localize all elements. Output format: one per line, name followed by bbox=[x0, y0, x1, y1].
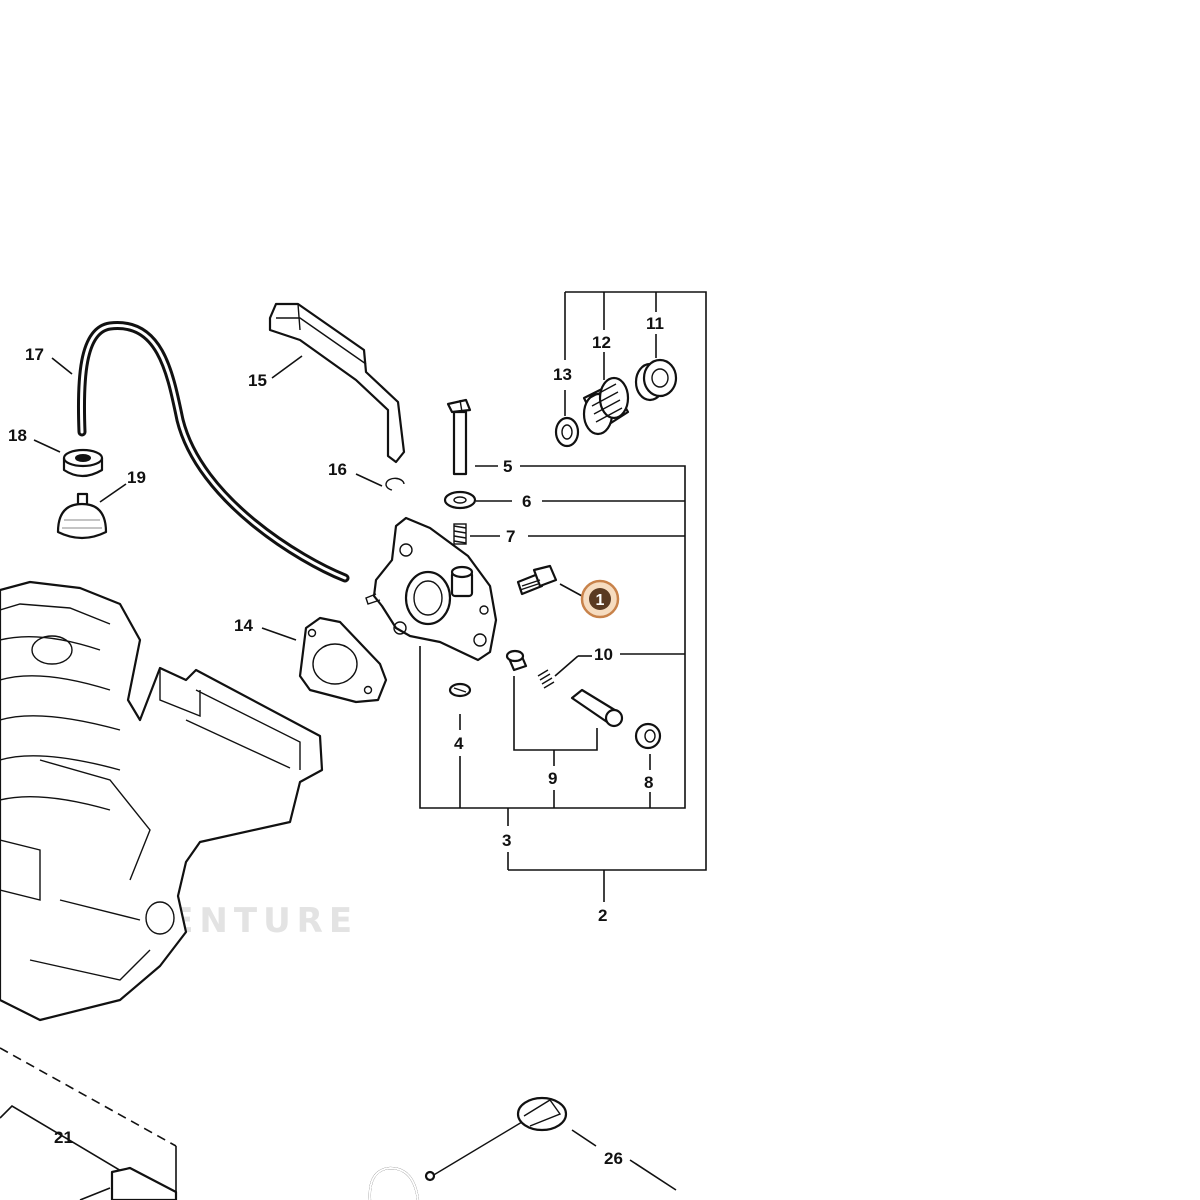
callout-2: 2 bbox=[598, 906, 607, 925]
cover-plate-part[interactable] bbox=[268, 302, 406, 464]
worm-gear-part[interactable] bbox=[582, 376, 630, 436]
seal-ring-part[interactable] bbox=[554, 416, 580, 448]
washer-part[interactable] bbox=[443, 490, 477, 510]
callout-3: 3 bbox=[502, 831, 511, 850]
spring-part[interactable] bbox=[537, 669, 555, 689]
callout-18: 18 bbox=[8, 426, 27, 445]
callout-labels: 17 18 19 15 16 14 13 12 11 5 6 7 10 4 9 … bbox=[8, 314, 664, 1168]
callout-14: 14 bbox=[234, 616, 253, 635]
callout-6: 6 bbox=[522, 492, 531, 511]
spring-small-part[interactable] bbox=[453, 523, 467, 545]
piston-part[interactable] bbox=[505, 649, 528, 672]
oil-pump-housing-part[interactable] bbox=[365, 516, 498, 662]
pickup-filter-part[interactable] bbox=[56, 492, 108, 540]
callout-15: 15 bbox=[248, 371, 267, 390]
o-ring-part[interactable] bbox=[368, 1166, 420, 1200]
callout-10: 10 bbox=[594, 645, 613, 664]
cap-with-retainer-part[interactable] bbox=[424, 1096, 568, 1182]
callout-4: 4 bbox=[454, 734, 464, 753]
callout-8: 8 bbox=[644, 773, 653, 792]
oil-hose[interactable] bbox=[76, 321, 350, 583]
callout-7: 7 bbox=[506, 527, 515, 546]
callout-1: 1 bbox=[596, 592, 605, 609]
callout-16: 16 bbox=[328, 460, 347, 479]
plug-part[interactable] bbox=[634, 722, 662, 750]
lower-dashed-outline bbox=[0, 1047, 178, 1200]
callout-9: 9 bbox=[548, 769, 557, 788]
leader-lines bbox=[33, 291, 707, 1191]
clip-ring-part[interactable] bbox=[385, 477, 405, 491]
gasket-part[interactable] bbox=[298, 616, 388, 704]
grommet-part[interactable] bbox=[62, 448, 104, 478]
screw-part[interactable] bbox=[516, 564, 558, 596]
callout-21: 21 bbox=[54, 1128, 73, 1147]
pin-part[interactable] bbox=[446, 398, 472, 476]
pump-shaft-part[interactable] bbox=[570, 688, 624, 728]
callout-26: 26 bbox=[604, 1149, 623, 1168]
callout-19: 19 bbox=[127, 468, 146, 487]
bushing-part[interactable] bbox=[634, 358, 678, 402]
callout-17: 17 bbox=[25, 345, 44, 364]
callout-12: 12 bbox=[592, 333, 611, 352]
highlighted-callout-1[interactable]: 1 bbox=[580, 579, 620, 619]
engine-crankcase bbox=[0, 580, 324, 1022]
clip-part[interactable] bbox=[448, 682, 472, 698]
callout-13: 13 bbox=[553, 365, 572, 384]
callout-5: 5 bbox=[503, 457, 512, 476]
callout-11: 11 bbox=[646, 314, 664, 333]
